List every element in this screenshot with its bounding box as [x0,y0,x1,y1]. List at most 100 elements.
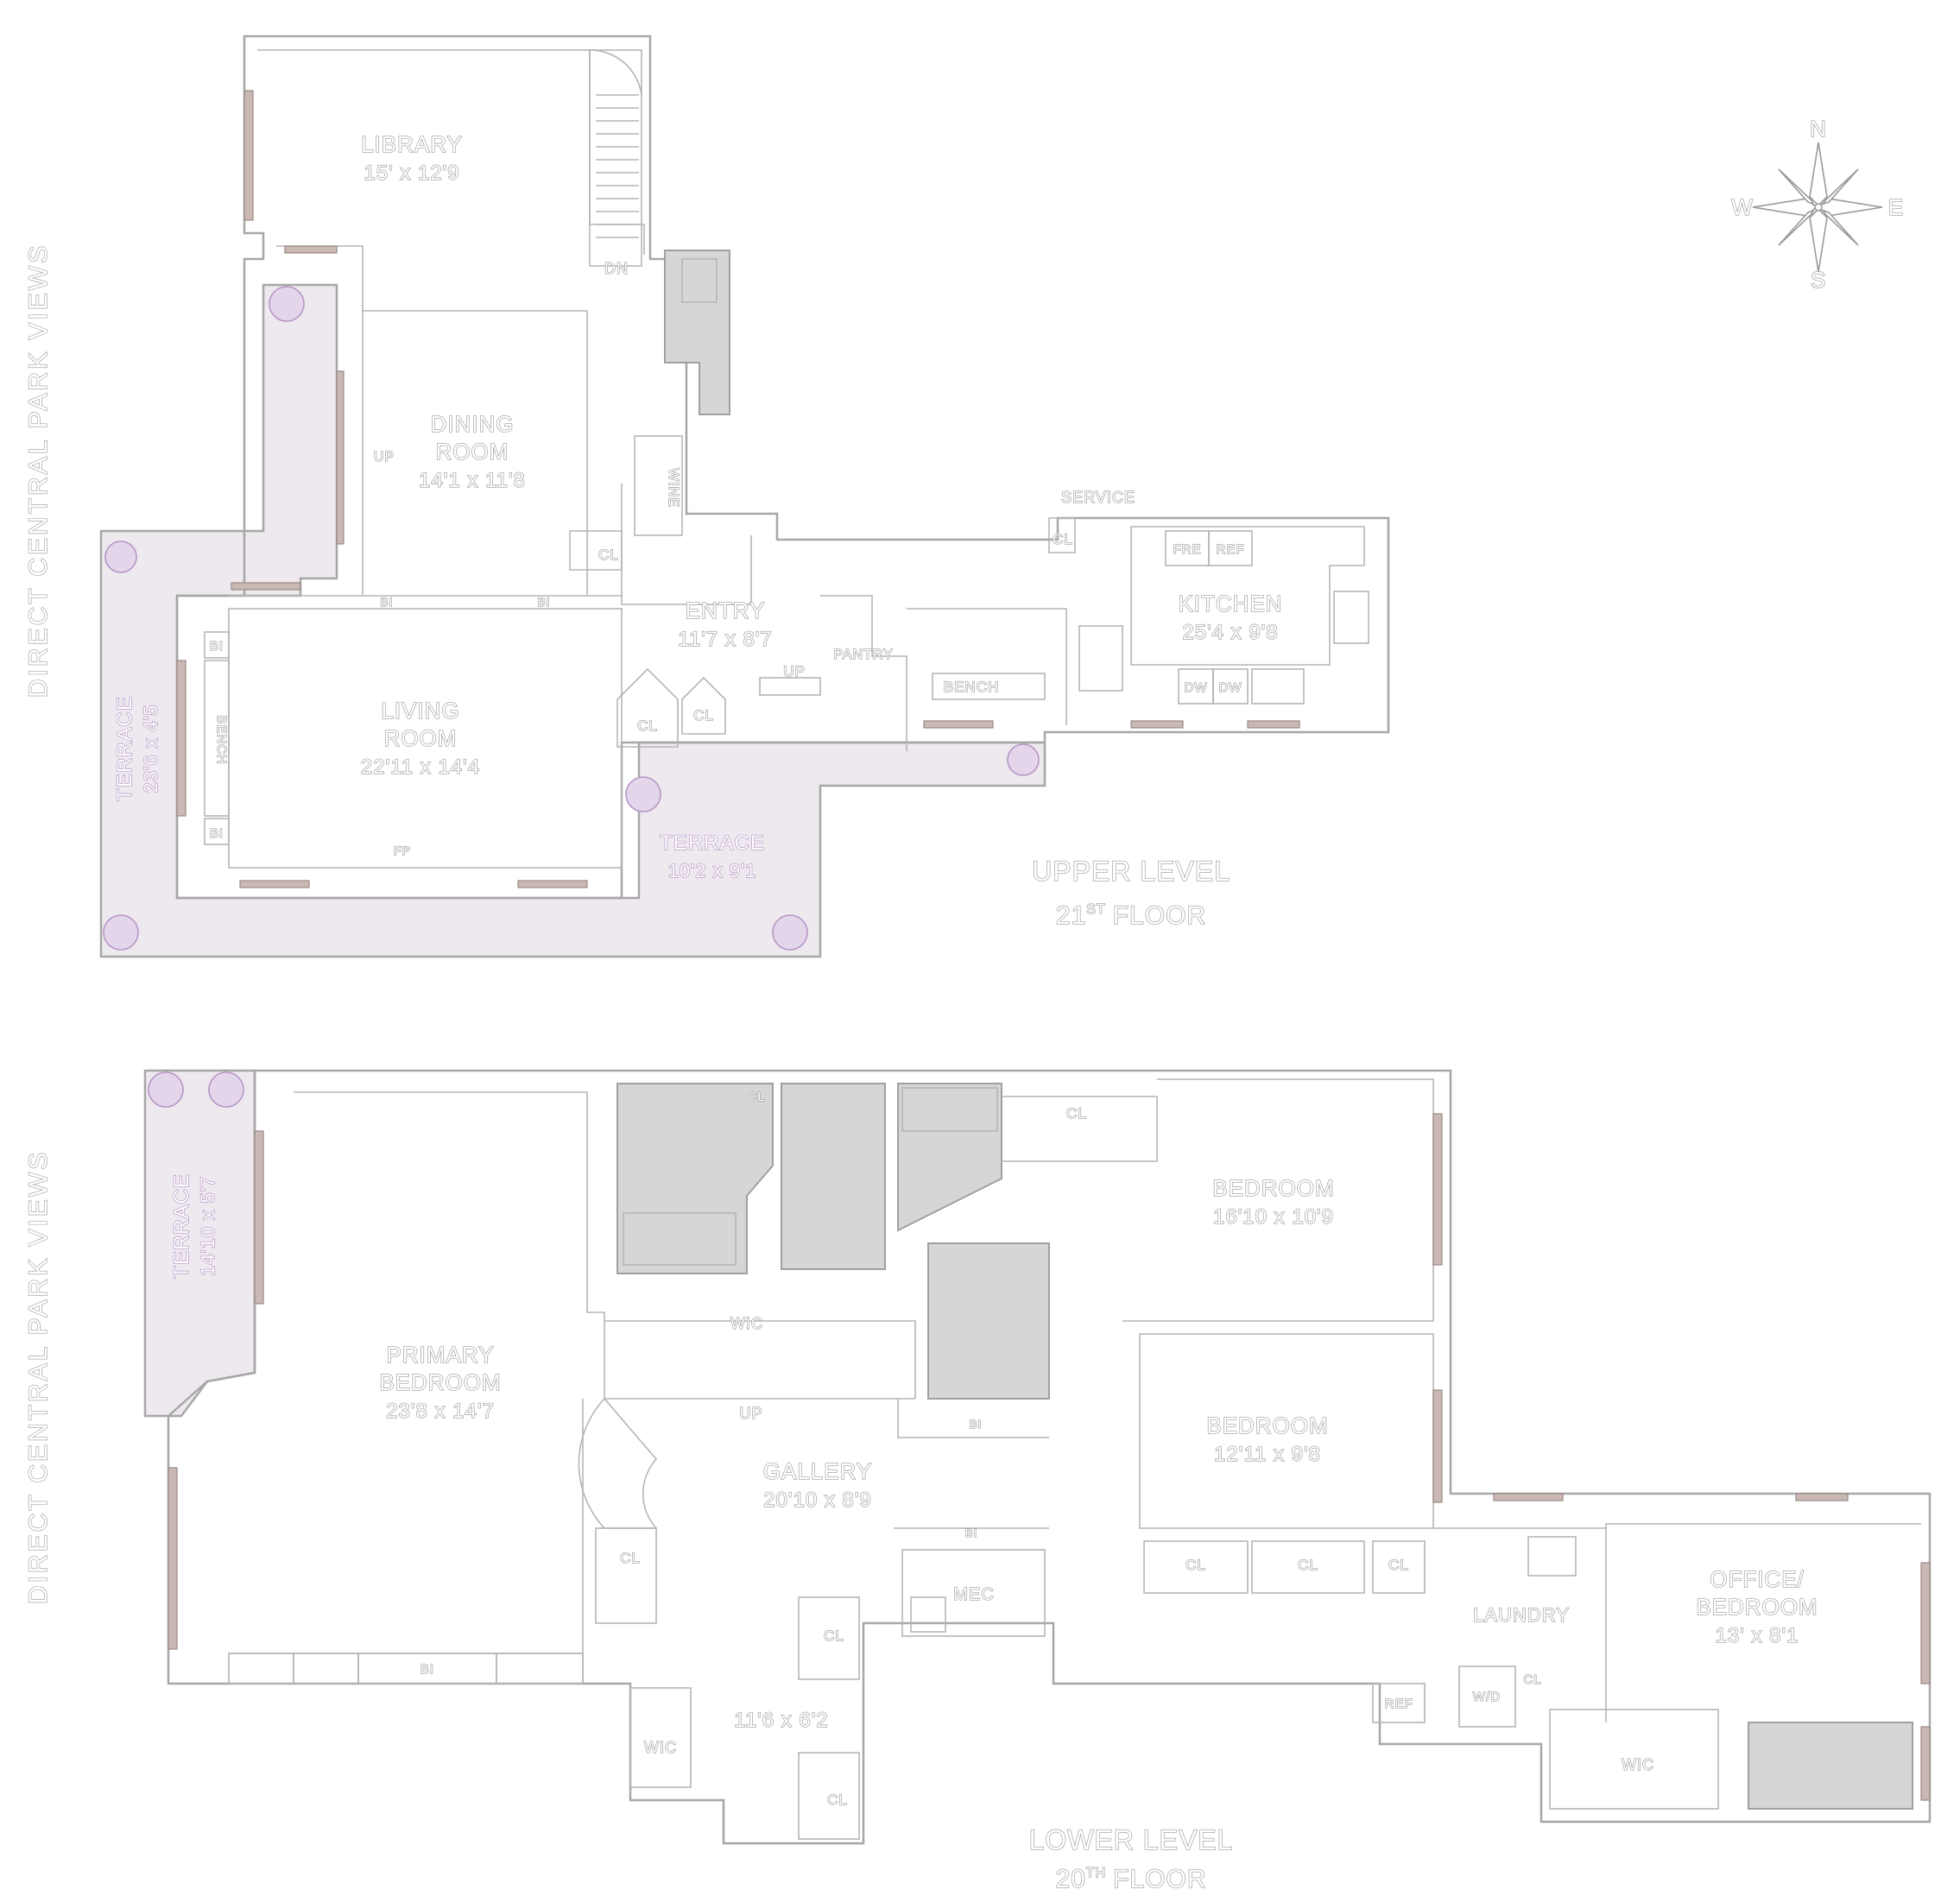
service-label: SERVICE [1061,489,1135,506]
lower-side-label: DIRECT CENTRAL PARK VIEWS [24,1150,53,1604]
lower-outer-wall [167,1069,1932,1845]
upper-side-label: DIRECT CENTRAL PARK VIEWS [24,243,53,698]
terrace-west-dims: 23'6 x 4'5 [140,705,161,793]
living-name-2: ROOM [384,725,458,751]
powder-room [664,250,730,415]
bi-top-label: BI [210,639,224,654]
upper-floor-word: FLOOR [1113,901,1206,930]
closet-dining-label: CL [598,547,619,563]
laundry-label: LAUNDRY [1473,1604,1570,1626]
closet-entry-1-label: CL [637,717,658,734]
stair-dn-label: DN [604,260,629,277]
kitchen-name: KITCHEN [1178,591,1282,616]
upper-level-title: UPPER LEVEL [1032,856,1230,887]
bi-primary-label: BI [420,1662,434,1677]
spiral-stair [578,1397,658,1529]
window [243,90,254,221]
terrace-south-dims: 10'2 x 9'1 [668,860,757,882]
gallery-dims: 20'10 x 8'9 [763,1488,872,1512]
kitchen-dims: 25'4 x 9'8 [1182,621,1278,644]
closet-row-1-label: CL [1185,1557,1206,1573]
closet-entry-2-label: CL [693,707,714,724]
bedroom-1-name: BEDROOM [1212,1175,1334,1201]
closet-bath-label: CL [747,1090,765,1104]
closet-laundry-label: CL [1523,1672,1541,1687]
hall-dims: 11'6 x 6'2 [734,1709,828,1732]
dishwasher-2-label: DW [1219,680,1242,695]
compass-e-label: E [1888,194,1904,220]
freezer-label: FRE [1173,542,1202,557]
office-bath [1748,1722,1913,1810]
closet-row-2-label: CL [1298,1557,1318,1573]
library-dims: 15' x 12'9 [364,161,459,185]
mec-room [901,1549,1046,1637]
wine-label: WINE [666,468,680,508]
office-dims: 13' x 8'1 [1716,1624,1799,1647]
bedroom-2-name: BEDROOM [1206,1413,1328,1438]
compass-icon: N S E W [1731,115,1904,293]
stair-up-lower-label: UP [739,1405,762,1422]
stair-up-dining-label: UP [374,450,395,465]
upper-floor-label: 21ST FLOOR [1056,901,1206,930]
bench-living-box [204,660,230,817]
living-name-1: LIVING [381,698,459,724]
primary-name-1: PRIMARY [387,1342,495,1368]
closet-hall-1-label: CL [824,1627,844,1644]
upper-floor-suffix: ST [1086,902,1105,917]
bench-kitchen-label: BENCH [944,679,1000,695]
bi-gallery-2-label: BI [965,1526,977,1539]
wic-primary-label: WIC [730,1315,763,1332]
primary-name-2: BEDROOM [379,1369,501,1395]
stair-down [589,49,642,267]
compass-w-label: W [1731,194,1754,220]
lower-level-title: LOWER LEVEL [1029,1824,1234,1855]
upper-outer-wall [175,35,1390,900]
fireplace-label: FP [394,844,411,857]
bi-bottom-label: BI [210,826,224,841]
primary-dims: 23'8 x 14'7 [386,1400,495,1423]
lower-terrace-name: TERRACE [170,1173,193,1279]
washer-dryer-label: W/D [1473,1690,1501,1704]
upper-floor-number: 21 [1056,901,1086,930]
wic-hall-label: WIC [644,1739,677,1756]
bench-living-label: BENCH [214,715,229,765]
dining-name-2: ROOM [436,439,509,465]
bi-gallery-1-label: BI [970,1418,982,1431]
wine-storage [634,435,683,536]
bedroom-1-dims: 16'10 x 10'9 [1213,1205,1334,1229]
bench-kitchen-box [932,673,1046,700]
lower-floor-number: 20 [1055,1865,1085,1893]
dishwasher-1-label: DW [1185,680,1208,695]
stair-up-entry-label: UP [783,663,806,679]
closet-service-label: CL [1053,531,1073,547]
pantry-label: PANTRY [833,648,893,662]
library-name: LIBRARY [361,131,463,157]
bedroom-2-dims: 12'11 x 9'8 [1214,1443,1321,1466]
ref-lower-label: REF [1385,1697,1413,1711]
primary-bath [616,1083,774,1274]
fridge-label: REF [1217,542,1245,557]
closet-hall-2-label: CL [827,1792,848,1808]
closet-gallery-label: CL [620,1550,641,1566]
dining-name-1: DINING [431,411,515,437]
office-name-1: OFFICE/ [1710,1566,1805,1592]
bedroom-bath [927,1242,1050,1400]
compass-n-label: N [1810,116,1827,142]
dining-dims: 14'1 x 11'8 [419,469,526,492]
gallery-name: GALLERY [763,1458,872,1484]
lower-floor-word: FLOOR [1113,1865,1206,1893]
terrace-west-name: TERRACE [113,696,136,801]
planter-icon [269,286,305,322]
lower-level-plan [143,1069,1932,1845]
terrace-south-name: TERRACE [660,831,765,855]
wic-office-label: WIC [1622,1756,1654,1773]
mec-label: MEC [953,1585,994,1604]
closet-row-3-label: CL [1388,1557,1409,1573]
office-name-2: BEDROOM [1696,1594,1818,1620]
entry-name: ENTRY [686,597,766,623]
bi-door-2-label: BI [537,595,550,609]
lower-terrace-dims: 14'10 x 5'7 [197,1176,218,1276]
terrace-west-area [99,283,1046,958]
